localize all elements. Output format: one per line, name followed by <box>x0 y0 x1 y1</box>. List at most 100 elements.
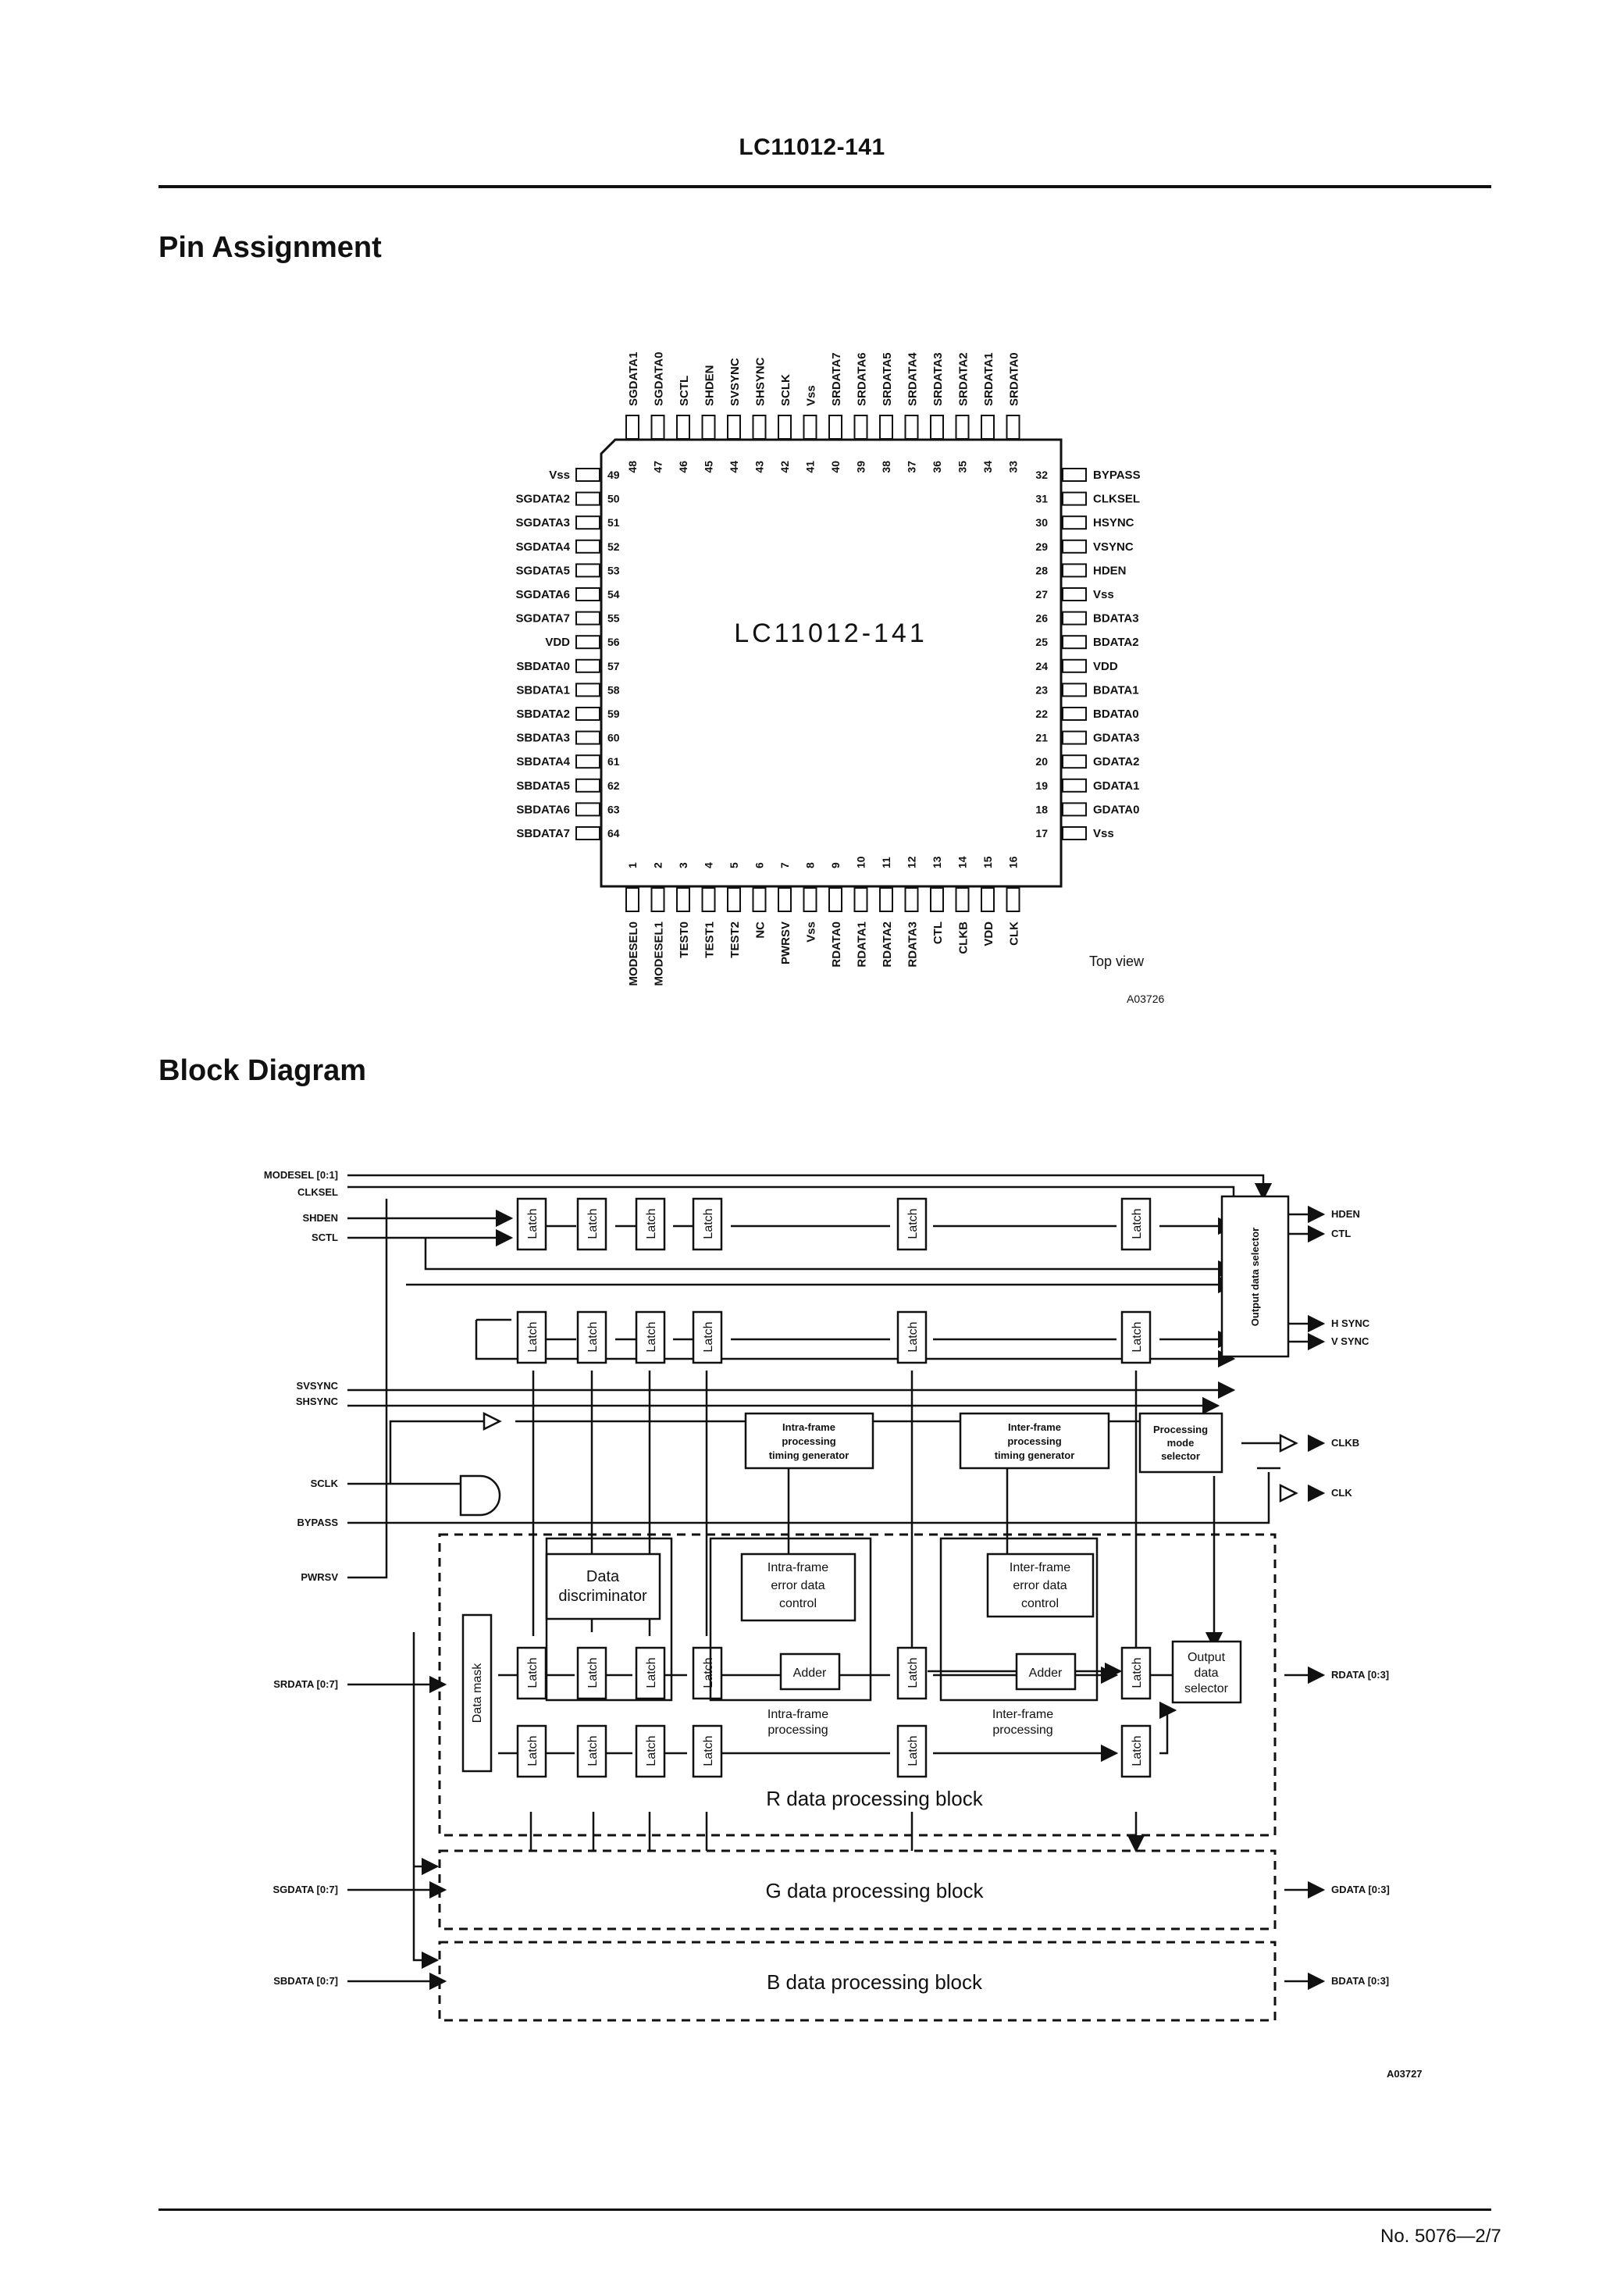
pin-number: 44 <box>728 461 740 473</box>
pin-23 <box>1062 683 1087 697</box>
pin-13 <box>930 887 944 912</box>
pin-64 <box>575 826 600 840</box>
pin-name: SCTL <box>678 376 691 406</box>
pin-name: CLKB <box>957 922 970 954</box>
pin-number: 51 <box>607 516 620 529</box>
inter-frame-error-data-control: Inter-frame error data control <box>1010 1561 1070 1610</box>
svg-text:MODESEL [0:1]: MODESEL [0:1] <box>264 1169 338 1181</box>
latch-label: Latch <box>702 1735 715 1766</box>
pin-number: 15 <box>981 856 994 868</box>
b-data-processing-block-label: B data processing block <box>767 1970 983 1994</box>
pin-name: RDATA2 <box>881 922 894 968</box>
pin-54 <box>575 587 600 601</box>
pin-number: 28 <box>1035 564 1048 576</box>
pin-8 <box>803 887 817 912</box>
pin-number: 25 <box>1035 636 1048 648</box>
pin-name: SGDATA0 <box>653 352 666 406</box>
pin-name: BDATA3 <box>1093 612 1139 626</box>
pin-25 <box>1062 635 1087 650</box>
pin-number: 3 <box>677 862 689 868</box>
pin-number: 46 <box>677 461 689 473</box>
pin-number: 47 <box>652 461 664 473</box>
pin-name: Vss <box>805 922 818 943</box>
pin-name: SRDATA3 <box>931 352 945 406</box>
pin-name: SGDATA1 <box>627 352 640 406</box>
pin-number: 4 <box>703 862 715 868</box>
pin-number: 38 <box>880 461 892 473</box>
pin-name: VDD <box>1093 660 1118 673</box>
pin-name: Vss <box>1093 827 1114 840</box>
pin-name: GDATA2 <box>1093 755 1139 768</box>
left-pins-group: 49Vss50SGDATA251SGDATA352SGDATA453SGDATA… <box>516 468 620 840</box>
pin-name: TEST1 <box>703 922 717 958</box>
pin-18 <box>1062 802 1087 817</box>
pin-number: 30 <box>1035 516 1048 529</box>
latch-label: Latch <box>526 1735 540 1766</box>
pin-11 <box>879 887 893 912</box>
pin-12 <box>904 887 919 912</box>
latch-label: Latch <box>586 1735 600 1766</box>
latch-label: Latch <box>645 1321 658 1352</box>
pin-name: GDATA3 <box>1093 732 1139 745</box>
pin-number: 56 <box>607 636 620 648</box>
pin-45 <box>701 415 716 440</box>
pin-22 <box>1062 707 1087 721</box>
section-title-block-diagram: Block Diagram <box>158 1054 367 1087</box>
top-view-label: Top view <box>1089 954 1145 969</box>
pin-52 <box>575 539 600 554</box>
r-data-processing-block-label: R data processing block <box>766 1787 983 1810</box>
pin-name: RDATA0 <box>830 922 843 968</box>
latch-label: Latch <box>586 1657 600 1688</box>
pin-number: 61 <box>607 755 620 768</box>
svg-text:SBDATA [0:7]: SBDATA [0:7] <box>273 1975 338 1987</box>
pin-57 <box>575 658 600 673</box>
pin-number: 14 <box>956 856 969 868</box>
svg-text:timing generator: timing generator <box>769 1449 849 1461</box>
pin-6 <box>752 887 767 912</box>
inter-frame-processing-label: Inter-frame processing <box>992 1708 1053 1737</box>
pin-49 <box>575 468 600 482</box>
pin-59 <box>575 707 600 721</box>
pin-3 <box>676 887 690 912</box>
pin-name: HSYNC <box>1093 516 1134 529</box>
pin-number: 19 <box>1035 779 1048 792</box>
svg-text:processing: processing <box>767 1724 828 1737</box>
header-rule <box>158 185 1491 188</box>
pin-number: 33 <box>1007 461 1020 473</box>
svg-text:SCLK: SCLK <box>311 1478 339 1489</box>
latch-label: Latch <box>906 1657 920 1688</box>
pin-number: 10 <box>855 856 867 868</box>
pin-61 <box>575 754 600 769</box>
pin-9 <box>828 887 842 912</box>
pin-number: 1 <box>626 862 639 868</box>
latch-label: Latch <box>702 1208 715 1239</box>
pin-50 <box>575 491 600 506</box>
pin-2 <box>650 887 665 912</box>
pin-number: 24 <box>1035 660 1048 672</box>
pin-number: 41 <box>804 461 817 473</box>
pin-name: SBDATA5 <box>516 779 570 793</box>
pin-51 <box>575 515 600 530</box>
pin-36 <box>930 415 944 440</box>
svg-text:SRDATA [0:7]: SRDATA [0:7] <box>273 1678 338 1690</box>
intra-frame-processing-label: Intra-frame processing <box>767 1708 828 1737</box>
pin-38 <box>879 415 893 440</box>
latch-label: Latch <box>1131 1735 1144 1766</box>
latch-label: Latch <box>1131 1321 1144 1352</box>
pin-name: GDATA0 <box>1093 803 1139 816</box>
pin-name: SRDATA1 <box>982 352 995 406</box>
pin-name: GDATA1 <box>1093 779 1139 793</box>
pin-number: 50 <box>607 493 620 505</box>
pin-26 <box>1062 611 1087 626</box>
pin-number: 12 <box>906 856 918 868</box>
pin-name: SHSYNC <box>754 357 767 406</box>
pin-62 <box>575 778 600 793</box>
pin-17 <box>1062 826 1087 840</box>
pin-name: SRDATA7 <box>830 352 843 406</box>
svg-text:processing: processing <box>1007 1435 1061 1447</box>
svg-text:SHSYNC: SHSYNC <box>296 1396 339 1407</box>
pin-name: Vss <box>549 469 570 482</box>
pin-number: 21 <box>1035 732 1048 744</box>
pin-name: SVSYNC <box>728 358 742 406</box>
chip-label: LC11012-141 <box>734 619 928 648</box>
